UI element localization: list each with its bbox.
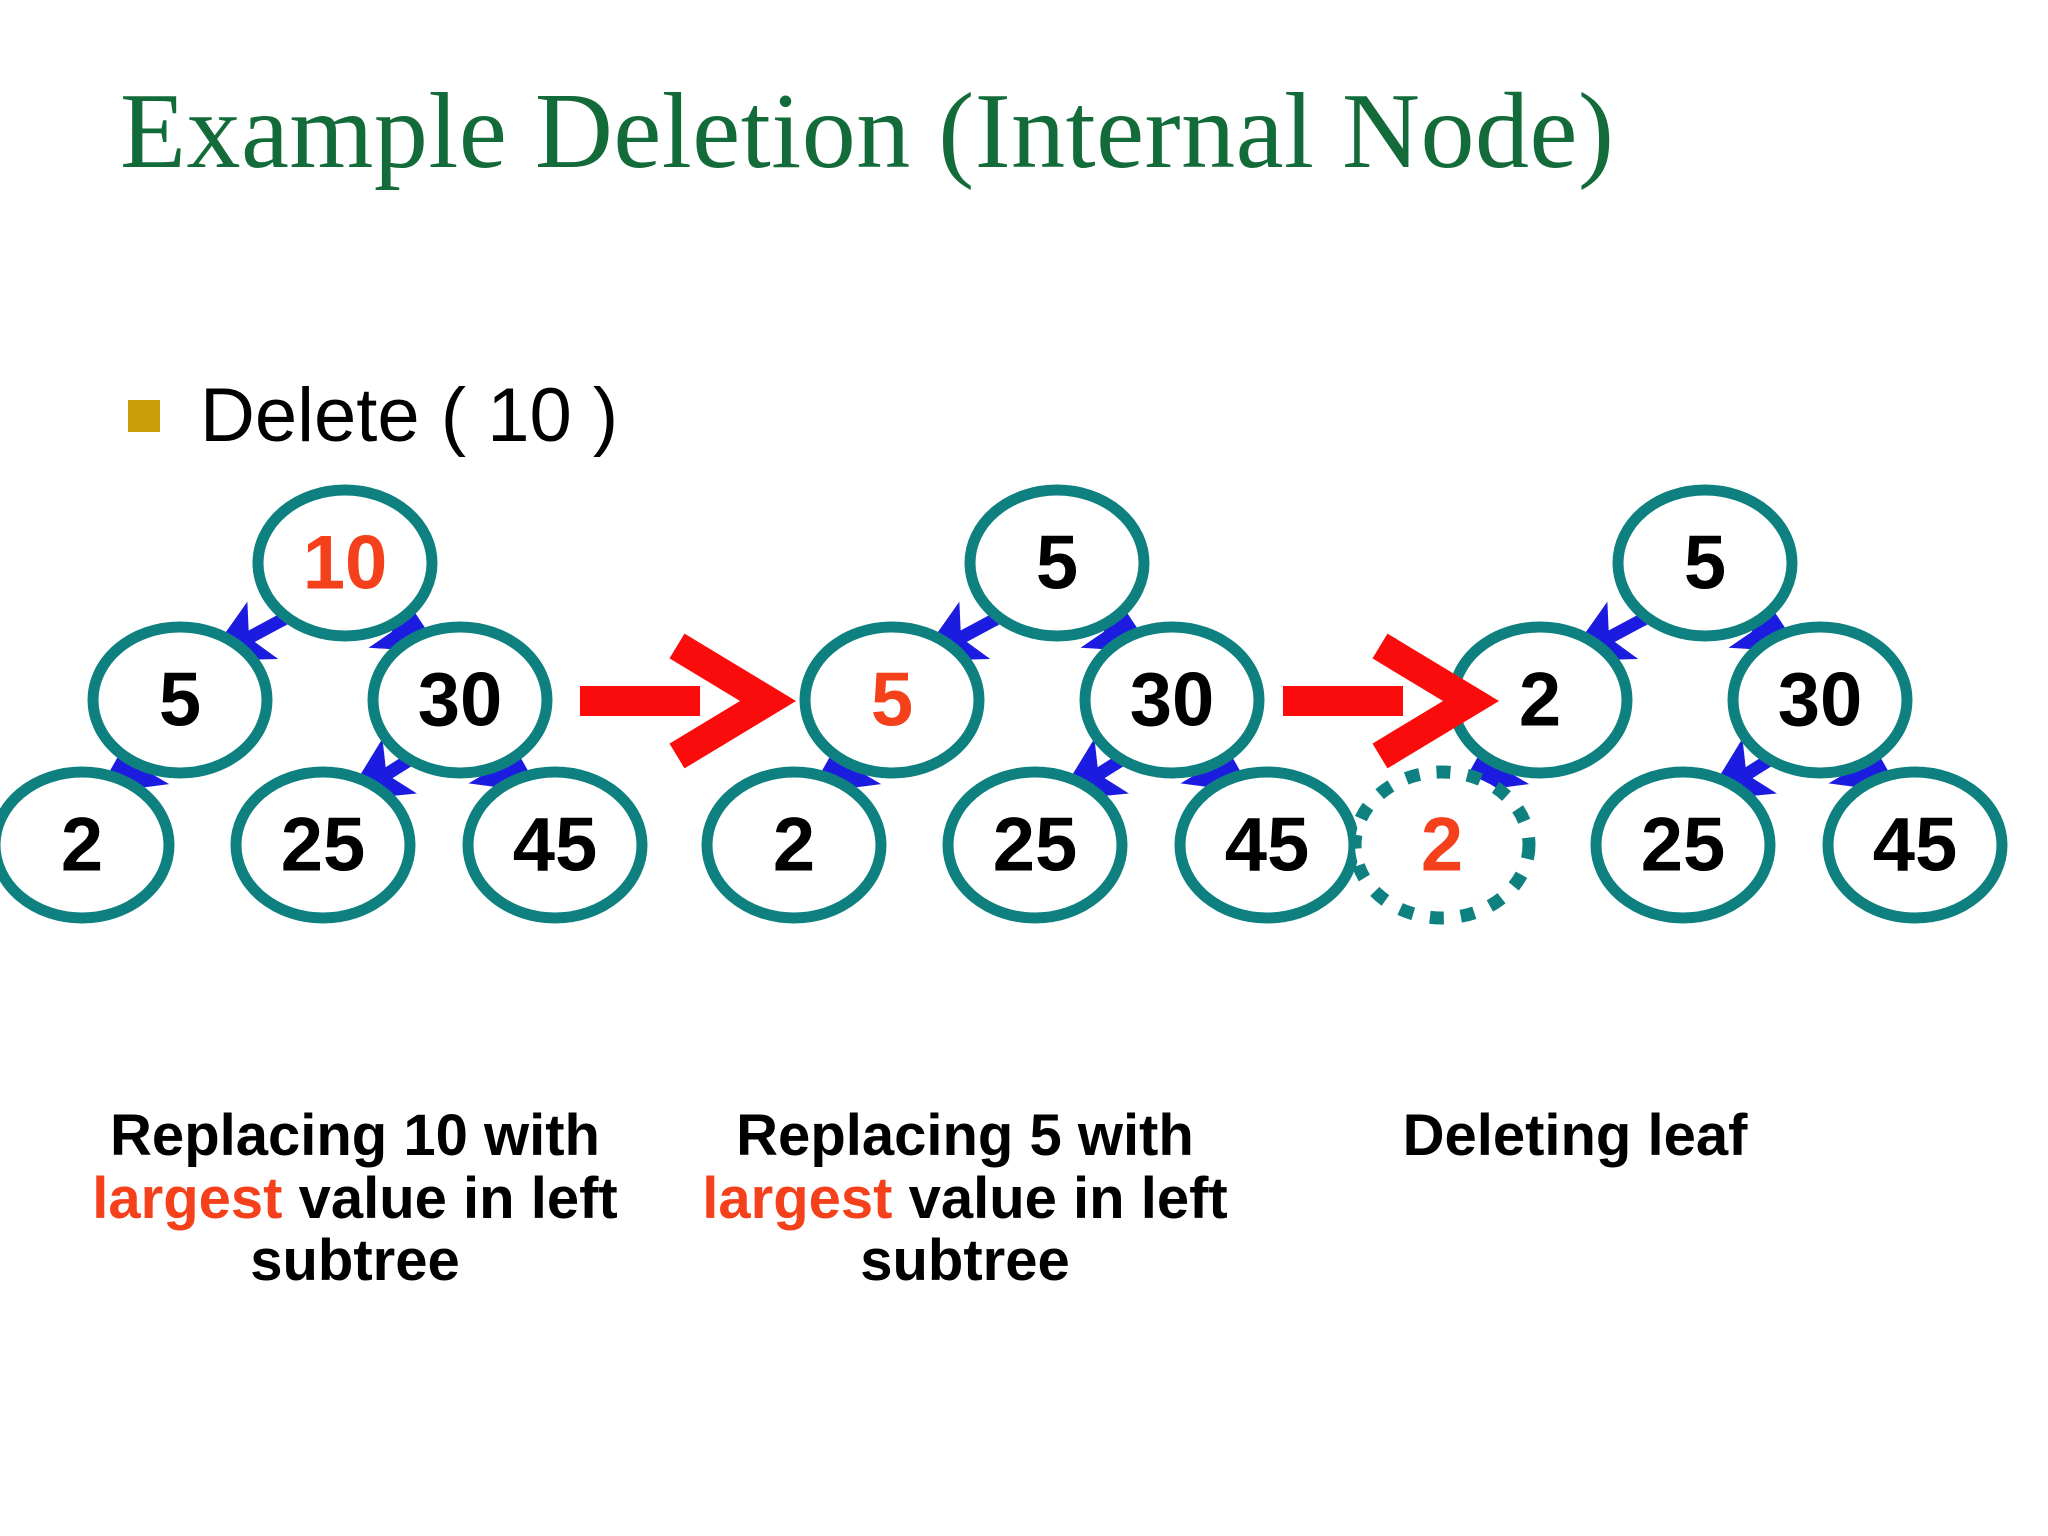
node-label: 30 — [1778, 658, 1863, 743]
node-ellipse — [799, 621, 985, 779]
node-ellipse — [230, 766, 416, 924]
node-label: 45 — [1225, 803, 1310, 888]
tree-edge-arrow — [1565, 600, 1672, 662]
tree-before: 10 5 30 2 25 45 — [0, 484, 648, 924]
caption-text: value in left subtree — [250, 1165, 618, 1294]
bullet-line: Delete ( 10 ) — [128, 378, 618, 454]
node-label: 5 — [871, 658, 913, 743]
caption-highlight-word: largest — [92, 1165, 283, 1231]
tree-edge-arrow — [1728, 591, 1802, 653]
tree-node[interactable]: 25 — [1590, 766, 1776, 924]
tree-node[interactable]: 45 — [1174, 766, 1360, 924]
node-label: 30 — [1130, 658, 1215, 743]
tree-node[interactable]: 2 — [0, 766, 175, 924]
node-label: 45 — [513, 803, 598, 888]
node-ellipse — [1079, 621, 1265, 779]
node-label: 25 — [281, 803, 366, 888]
node-ellipse — [87, 621, 273, 779]
node-label: 5 — [159, 658, 201, 743]
tree-node[interactable]: 5 — [964, 484, 1150, 642]
node-ellipse — [1590, 766, 1776, 924]
caption-tree-before: Replacing 10 with largest value in left … — [90, 1103, 620, 1294]
tree-edge-arrow — [344, 738, 431, 801]
tree-node[interactable]: 10 — [252, 484, 438, 642]
tree-node[interactable]: 2 — [1447, 621, 1633, 779]
caption-tree-middle: Replacing 5 with largest value in left s… — [700, 1103, 1230, 1294]
tree-node[interactable]: 2 — [1348, 765, 1536, 925]
node-label: 5 — [1036, 521, 1078, 606]
tree-node[interactable]: 30 — [1079, 621, 1265, 779]
tree-node[interactable]: 30 — [1727, 621, 1913, 779]
node-label: 25 — [1641, 803, 1726, 888]
node-ellipse — [1727, 621, 1913, 779]
tree-edge-arrow — [1828, 729, 1901, 793]
node-label: 30 — [418, 658, 503, 743]
tree-node[interactable]: 25 — [230, 766, 416, 924]
node-label: 45 — [1873, 803, 1958, 888]
node-label: 2 — [61, 803, 103, 888]
node-ellipse — [1612, 484, 1798, 642]
node-ellipse — [1822, 766, 2008, 924]
tree-edge-arrow — [368, 591, 442, 653]
tree-edge-arrow — [1704, 738, 1791, 801]
tree-edge-arrow — [809, 730, 882, 794]
arrow-shaft — [580, 686, 700, 716]
node-label: 10 — [303, 521, 388, 606]
tree-node[interactable]: 45 — [1822, 766, 2008, 924]
tree-middle: 5 5 30 2 25 45 — [701, 484, 1360, 924]
node-ellipse — [462, 766, 648, 924]
page-title: Example Deletion (Internal Node) — [120, 72, 1615, 191]
tree-node[interactable]: 45 — [462, 766, 648, 924]
tree-node[interactable]: 2 — [701, 766, 887, 924]
bullet-label: Delete ( 10 ) — [200, 373, 619, 458]
tree-edge-arrow — [205, 600, 312, 662]
caption-text: Replacing 10 with — [110, 1103, 600, 1168]
node-ellipse — [1447, 621, 1633, 779]
node-ellipse — [964, 484, 1150, 642]
node-ellipse-dotted — [1348, 765, 1536, 925]
tree-edge-arrow — [1457, 730, 1530, 794]
transition-2-arrow-right-icon — [1283, 633, 1500, 769]
arrow-shaft — [1283, 686, 1403, 716]
node-label: 2 — [1519, 658, 1561, 743]
node-label: 5 — [1684, 521, 1726, 606]
caption-tree-after: Deleting leaf — [1310, 1103, 1840, 1168]
node-ellipse — [252, 484, 438, 642]
tree-node[interactable]: 5 — [1612, 484, 1798, 642]
tree-edge-arrow — [468, 729, 541, 793]
tree-node[interactable]: 30 — [367, 621, 553, 779]
node-label: 25 — [993, 803, 1078, 888]
tree-edge-arrow — [1180, 729, 1253, 793]
node-ellipse — [367, 621, 553, 779]
tree-node[interactable]: 5 — [87, 621, 273, 779]
node-ellipse — [701, 766, 887, 924]
caption-text: value in left subtree — [860, 1165, 1228, 1294]
tree-node[interactable]: 5 — [799, 621, 985, 779]
node-label: 2 — [773, 803, 815, 888]
node-ellipse — [942, 766, 1128, 924]
caption-text: Replacing 5 with — [736, 1103, 1194, 1168]
arrow-head — [669, 633, 797, 769]
node-ellipse — [0, 766, 175, 924]
tree-node[interactable]: 25 — [942, 766, 1128, 924]
tree-edge-arrow — [1056, 738, 1143, 801]
node-ellipse — [1174, 766, 1360, 924]
tree-after: 5 2 30 2 25 45 — [1348, 484, 2008, 925]
transition-1-arrow-right-icon — [580, 633, 797, 769]
caption-text: Deleting leaf — [1402, 1103, 1748, 1168]
tree-edge-arrow — [97, 730, 170, 794]
node-label: 2 — [1421, 803, 1463, 888]
tree-edge-arrow — [1080, 591, 1154, 653]
bullet-square-icon — [128, 400, 160, 432]
caption-highlight-word: largest — [702, 1165, 893, 1231]
arrow-head — [1372, 633, 1500, 769]
tree-edge-arrow — [917, 600, 1024, 662]
